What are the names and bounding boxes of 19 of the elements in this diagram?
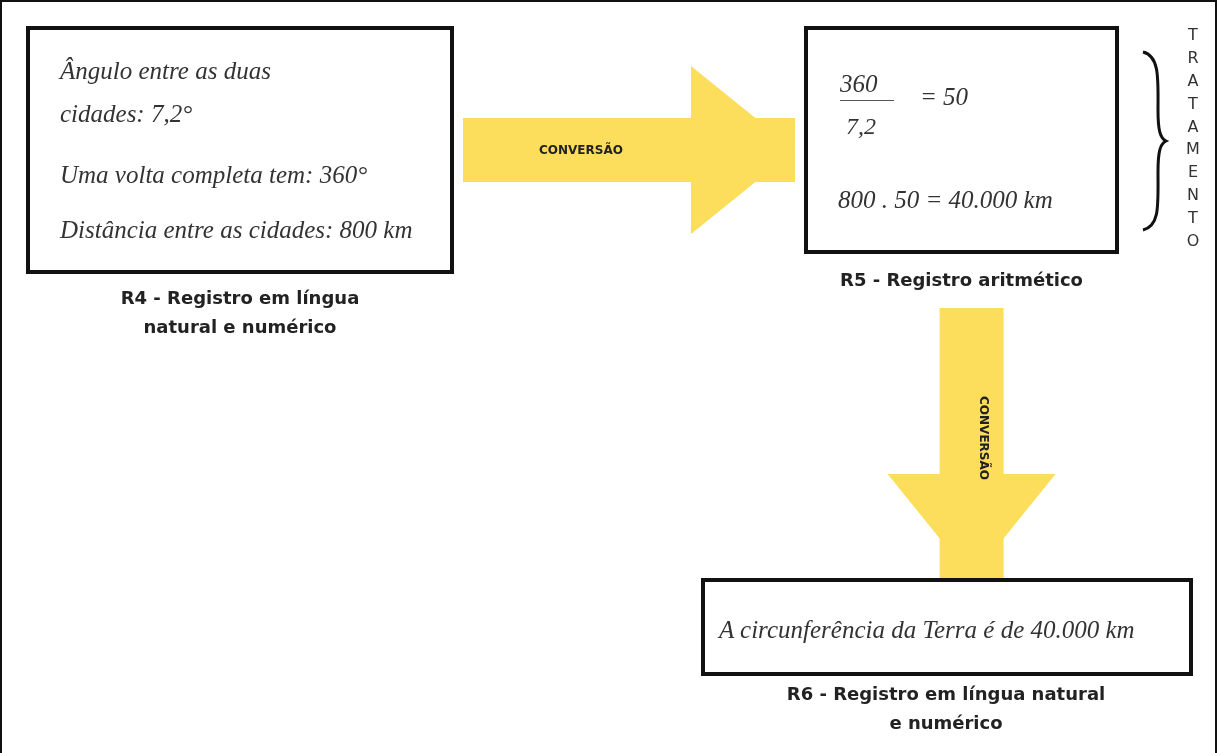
handwriting-box (26, 26, 454, 274)
block-arrow (887, 308, 1056, 578)
edge-label: CONVERSÃO (976, 396, 991, 480)
handwritten-text: Ângulo entre as duas cidades: 7,2° (60, 56, 272, 129)
node-label: R6 - Registro em língua natural e numérico (785, 682, 1107, 735)
handwritten-text: 800 . 50 = 40.000 km (838, 185, 1053, 215)
handwritten-text: A circunferência da Terra é de 40.000 km (719, 615, 1135, 645)
node-label: R4 - Registro em língua natural e numérico (119, 286, 361, 339)
handwriting-box (804, 26, 1119, 254)
handwritten-text: Distância entre as cidades: 800 km (60, 215, 413, 245)
denominator: 7,2 (846, 112, 876, 141)
handwritten-text: = 50 (920, 82, 969, 112)
edge-label: CONVERSÃO (539, 143, 623, 157)
handwritten-text: Uma volta completa tem: 360° (60, 160, 368, 190)
node-label: R5 - Registro aritmético (839, 268, 1084, 292)
numerator: 360 (840, 70, 894, 101)
handwriting-box (701, 578, 1193, 676)
block-arrow (463, 66, 795, 234)
vertical-label: TRATAMENTO (1185, 24, 1201, 252)
